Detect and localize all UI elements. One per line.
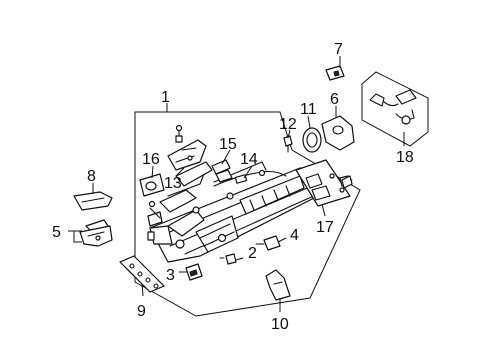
boot-6-part — [321, 115, 355, 151]
callout-10: 10 — [271, 316, 289, 333]
callout-3: 3 — [166, 267, 175, 284]
callout-9: 9 — [137, 303, 146, 320]
callout-labels: 1 2 3 4 5 6 7 8 9 10 11 12 13 14 15 16 1… — [52, 41, 414, 333]
callout-15: 15 — [219, 136, 237, 153]
callout-18: 18 — [396, 149, 414, 166]
callout-16: 16 — [142, 151, 160, 168]
callout-5: 5 — [52, 224, 61, 241]
pad-9-part — [119, 255, 165, 293]
bracket-10-part — [265, 269, 291, 301]
bracket-8-part — [73, 191, 113, 211]
callout-17: 17 — [316, 219, 334, 236]
shift-cable-part — [213, 169, 287, 187]
screw-12-part — [283, 135, 293, 153]
bolt-4-part — [255, 235, 281, 251]
callout-1: 1 — [161, 89, 170, 106]
callout-7: 7 — [334, 41, 343, 58]
callout-2: 2 — [248, 245, 257, 262]
callout-8: 8 — [87, 168, 96, 185]
callout-12: 12 — [279, 116, 297, 133]
lever-5-part — [68, 219, 113, 247]
callout-14: 14 — [240, 151, 258, 168]
callout-11: 11 — [300, 101, 317, 118]
screw-2-part — [219, 253, 237, 265]
leader-lines — [92, 56, 341, 312]
callout-4: 4 — [290, 227, 299, 244]
bolt-17-part — [341, 175, 353, 189]
callout-13: 13 — [164, 175, 182, 192]
harness-18-part — [361, 71, 429, 147]
clip-15-part — [211, 159, 233, 183]
callout-6: 6 — [330, 91, 339, 108]
upper-bracket-part — [167, 124, 207, 171]
clip-3-part — [185, 263, 203, 281]
grommet-16-part — [139, 173, 165, 197]
console-frame-part — [147, 161, 331, 263]
cap-11-part — [302, 127, 322, 153]
clip-7-part — [325, 65, 345, 81]
